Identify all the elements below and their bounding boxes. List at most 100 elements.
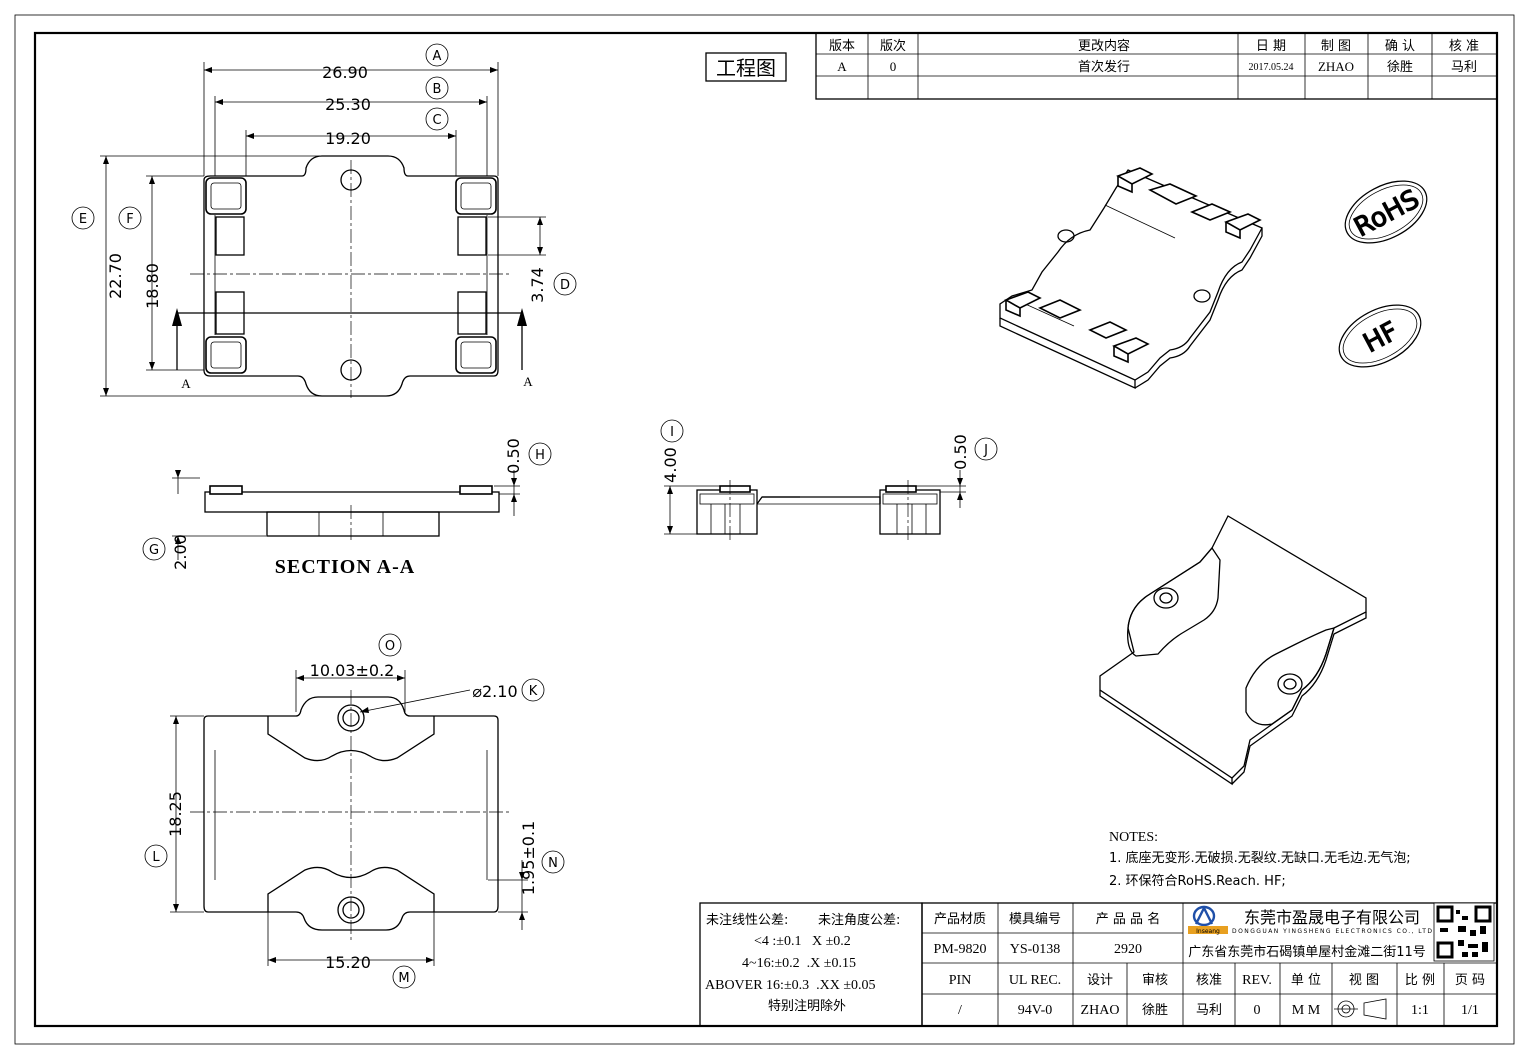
tb-h-product: 产 品 品 名 [1096, 911, 1160, 927]
tb-ul: 94V-0 [1018, 1003, 1053, 1018]
dim-j-label: J [983, 443, 988, 458]
dim-n-value: 1.95±0.1 [519, 821, 538, 895]
dim-c-value: 19.20 [325, 129, 371, 148]
dim-a-value: 26.90 [322, 63, 368, 82]
dim-c-label: C [432, 113, 441, 128]
rohs-text: RoHS [1349, 184, 1424, 243]
iso-pad [1004, 167, 1262, 364]
tb-unit: M M [1292, 1003, 1321, 1018]
tb-scale: 1:1 [1411, 1003, 1429, 1018]
rev-header-approve: 核 准 [1449, 39, 1479, 54]
dim-l-label: L [152, 850, 160, 865]
tb-h-design: 设计 [1087, 973, 1113, 988]
dim-f-label: F [126, 212, 133, 227]
rev-header-confirm: 确 认 [1385, 39, 1415, 54]
revision-table: 版本 版次 更改内容 日 期 制 图 确 认 核 准 A 0 首次发行 2017… [815, 32, 1498, 100]
notes-item-1: 1. 底座无变形.无破损.无裂纹.无缺口.无毛边.无气泡; [1109, 850, 1411, 866]
tb-h-mold: 模具编号 [1009, 912, 1061, 927]
top-view: A A 26.90 A 25.30 B 19.20 C 22.70 E [71, 43, 577, 398]
isometric-top-view [999, 167, 1263, 390]
dim-g-label: G [149, 543, 159, 558]
tb-page: 1/1 [1461, 1003, 1479, 1018]
tb-mold: YS-0138 [1010, 942, 1061, 957]
tb-design: ZHAO [1081, 1003, 1120, 1018]
tb-rev: 0 [1254, 1003, 1261, 1018]
notes: NOTES: 1. 底座无变形.无破损.无裂纹.无缺口.无毛边.无气泡; 2. … [1109, 830, 1411, 889]
dim-a-label: A [433, 49, 442, 64]
tb-h-material: 产品材质 [934, 912, 986, 927]
dim-e-label: E [79, 212, 87, 227]
dim-l-value: 18.25 [166, 791, 185, 837]
tb-h-scale: 比 例 [1405, 973, 1435, 988]
section-mark-right: A [523, 374, 533, 389]
tb-product: 2920 [1114, 942, 1142, 957]
tol-line-3: ABOVER 16:±0.3 .XX ±0.05 [705, 978, 876, 993]
qr-code-icon [1433, 902, 1495, 962]
dim-i-value: 4.00 [661, 447, 680, 483]
company-address: 广东省东莞市石碣镇单屋村金滩二街11号 [1188, 944, 1426, 960]
tb-h-ul: UL REC. [1009, 973, 1061, 988]
dim-h-value: 0.50 [504, 438, 523, 474]
tb-h-pin: PIN [949, 973, 972, 988]
dim-o-label: O [385, 639, 395, 654]
isometric-bottom-view [1099, 515, 1367, 786]
dim-h-label: H [535, 448, 545, 463]
notes-item-2: 2. 环保符合RoHS.Reach. HF; [1109, 873, 1286, 889]
rev-change: 首次发行 [1078, 59, 1130, 75]
dim-n-label: N [548, 856, 558, 871]
hf-text: HF [1359, 316, 1404, 359]
rev-approve: 马利 [1451, 60, 1477, 75]
tb-h-rev: REV. [1242, 973, 1272, 988]
dim-b-label: B [433, 82, 442, 97]
bottom-view: 10.03±0.2 O ⌀2.10 K 18.25 L 1.95±0.1 N 1… [144, 633, 565, 989]
dim-m-label: M [398, 971, 409, 986]
tb-review: 徐胜 [1142, 1003, 1168, 1018]
company-name-en: DONGGUAN YINGSHENG ELECTRONICS CO., LTD [1232, 928, 1432, 935]
rev-header-date: 日 期 [1256, 39, 1286, 54]
side-view: 4.00 I 0.50 J [660, 419, 998, 540]
dim-f-value: 18.80 [143, 263, 162, 309]
tb-material: PM-9820 [934, 942, 987, 957]
tol-line-2: 4~16:±0.2 .X ±0.15 [742, 956, 856, 971]
dim-m-value: 15.20 [325, 953, 371, 972]
dim-i-label: I [670, 425, 674, 440]
dim-k-label: K [529, 684, 538, 699]
rohs-stamp: RoHS [1344, 180, 1428, 244]
dim-b-value: 25.30 [325, 95, 371, 114]
rev-header-edition: 版次 [880, 38, 906, 54]
rev-edition: 0 [890, 59, 897, 74]
dim-d-label: D [560, 278, 570, 293]
projection-symbol-icon [1334, 998, 1387, 1020]
tol-line-1: <4 :±0.1 X ±0.2 [754, 934, 851, 949]
notes-title: NOTES: [1109, 830, 1158, 845]
company-name-cn: 东莞市盈晟电子有限公司 [1244, 908, 1420, 927]
section-title: SECTION A-A [275, 556, 415, 578]
tb-h-view: 视 图 [1349, 973, 1379, 988]
dim-o-value: 10.03±0.2 [310, 661, 395, 680]
tb-h-review: 审核 [1142, 973, 1168, 988]
tb-pin: / [958, 1003, 962, 1018]
dim-j-value: 0.50 [951, 434, 970, 470]
rev-header-change: 更改内容 [1078, 38, 1130, 54]
outer-border [14, 14, 1515, 1045]
tb-approve: 马利 [1196, 1003, 1222, 1018]
dim-g-value: 2.00 [171, 534, 190, 570]
tolerance-block: 未注线性公差: 未注角度公差: <4 :±0.1 X ±0.2 4~16:±0.… [699, 902, 923, 1027]
tb-h-approve: 核准 [1196, 973, 1222, 988]
rev-header-drawn: 制 图 [1321, 39, 1351, 54]
tol-linear-title: 未注线性公差: [706, 913, 788, 928]
dim-k-value: ⌀2.10 [472, 682, 517, 701]
title-block: 产品材质 模具编号 产 品 品 名 PM-9820 YS-0138 2920 P… [921, 902, 1498, 1027]
rev-date: 2017.05.24 [1249, 62, 1294, 73]
dim-e-value: 22.70 [106, 253, 125, 299]
rev-header-version: 版本 [829, 39, 855, 54]
company-logo-icon: Inseang [1188, 905, 1228, 935]
dim-d-value: 3.74 [528, 267, 547, 303]
tb-h-page: 页 码 [1455, 973, 1485, 988]
rev-version: A [837, 59, 847, 74]
section-mark-left: A [181, 376, 191, 391]
rev-confirm: 徐胜 [1387, 60, 1413, 75]
tol-line-4: 特别注明除外 [768, 999, 846, 1014]
company-logo-text: Inseang [1196, 928, 1220, 935]
